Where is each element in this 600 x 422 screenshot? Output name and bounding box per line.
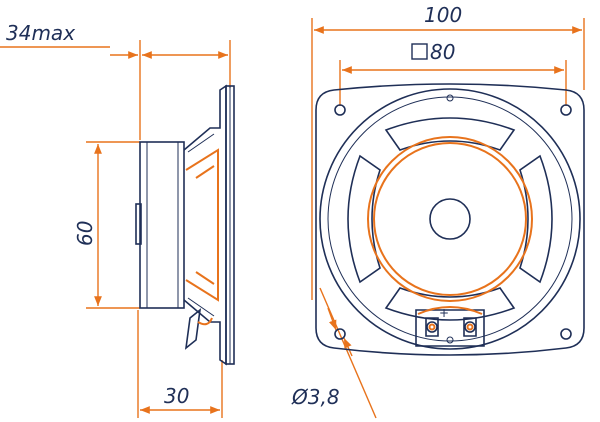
- side-view: 34max 60 30: [0, 21, 235, 418]
- mounting-hole-icon: [560, 104, 572, 116]
- square-symbol-icon: [411, 43, 428, 60]
- speaker-front-outline: [315, 83, 585, 356]
- depth-max-label: 34max: [6, 21, 75, 45]
- terminal-negative-icon: [463, 317, 477, 337]
- terminals: +: [415, 306, 485, 347]
- hole-diameter-dimension: Ø3,8: [291, 287, 377, 419]
- hole-spacing-label: 80: [430, 40, 455, 64]
- magnet-depth-label: 30: [164, 384, 189, 408]
- height-dimension: 60: [73, 141, 140, 309]
- height-label: 60: [73, 221, 97, 246]
- hole-diameter-label: Ø3,8: [291, 385, 340, 409]
- polarity-label: +: [439, 306, 449, 320]
- mounting-hole-icon: [560, 328, 572, 340]
- magnet-depth-dimension: 30: [137, 310, 223, 418]
- front-view: 100 80 Ø3,8: [291, 3, 585, 419]
- mounting-hole-icon: [334, 328, 346, 340]
- overall-width-dimension: 100: [311, 3, 585, 300]
- depth-max-dimension: 34max: [0, 21, 231, 140]
- terminal-positive-icon: [425, 317, 439, 337]
- hole-spacing-dimension: 80: [339, 40, 567, 106]
- speaker-side-outline: [135, 84, 235, 366]
- mounting-hole-icon: [334, 104, 346, 116]
- overall-width-label: 100: [424, 3, 462, 27]
